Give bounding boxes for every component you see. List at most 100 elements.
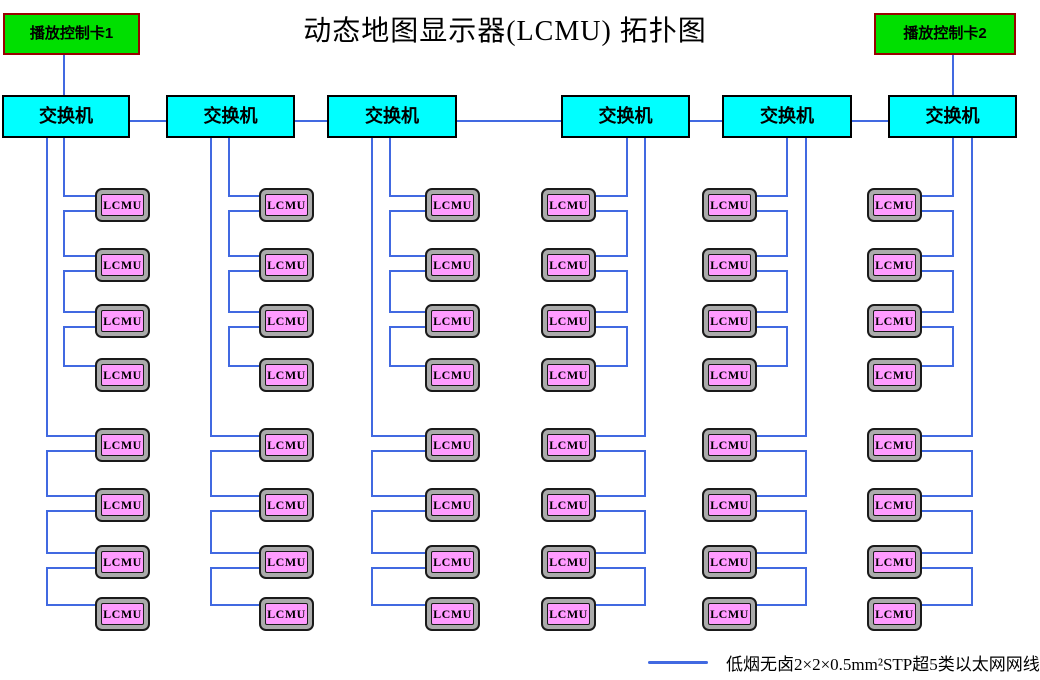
lcmu-label: LCMU (101, 551, 144, 573)
cable-segment (922, 326, 954, 367)
lcmu-label: LCMU (873, 194, 916, 216)
lcmu-box: LCMU (867, 248, 922, 282)
lcmu-box: LCMU (541, 428, 596, 462)
lcmu-label: LCMU (708, 603, 751, 625)
lcmu-label: LCMU (873, 310, 916, 332)
lcmu-box: LCMU (702, 188, 757, 222)
lcmu-box: LCMU (95, 248, 150, 282)
lcmu-box: LCMU (425, 597, 480, 631)
lcmu-box: LCMU (541, 248, 596, 282)
cable-segment (46, 450, 95, 497)
lcmu-box: LCMU (702, 248, 757, 282)
lcmu-label: LCMU (547, 194, 590, 216)
cable-segment (922, 138, 954, 197)
lcmu-label: LCMU (431, 364, 474, 386)
cable-segment (210, 510, 259, 554)
cable-segment (46, 510, 95, 554)
lcmu-label: LCMU (431, 603, 474, 625)
lcmu-box: LCMU (95, 545, 150, 579)
switch-box-3: 交换机 (327, 95, 457, 138)
cable-segment (63, 326, 95, 367)
cable-segment (210, 450, 259, 497)
lcmu-label: LCMU (708, 364, 751, 386)
cable-segment (371, 138, 425, 437)
lcmu-label: LCMU (708, 310, 751, 332)
lcmu-box: LCMU (867, 488, 922, 522)
cable-segment (922, 450, 973, 497)
lcmu-box: LCMU (259, 358, 314, 392)
lcmu-label: LCMU (873, 603, 916, 625)
lcmu-label: LCMU (431, 194, 474, 216)
cable-segment (596, 138, 628, 197)
lcmu-label: LCMU (708, 434, 751, 456)
cable-segment (757, 567, 807, 606)
lcmu-label: LCMU (101, 310, 144, 332)
lcmu-label: LCMU (547, 494, 590, 516)
lcmu-box: LCMU (95, 488, 150, 522)
lcmu-label: LCMU (547, 551, 590, 573)
lcmu-box: LCMU (541, 488, 596, 522)
lcmu-box: LCMU (702, 358, 757, 392)
cable-segment (922, 138, 973, 437)
cable-segment (63, 138, 95, 197)
cable-segment (757, 210, 788, 257)
lcmu-label: LCMU (708, 494, 751, 516)
lcmu-box: LCMU (541, 188, 596, 222)
cable-segment (371, 567, 425, 606)
cable-segment (389, 270, 425, 313)
lcmu-label: LCMU (101, 194, 144, 216)
cable-segment (596, 450, 646, 497)
lcmu-label: LCMU (547, 254, 590, 276)
lcmu-box: LCMU (259, 545, 314, 579)
cable-segment (596, 210, 628, 257)
cable-segment (389, 326, 425, 367)
cable-segment (46, 138, 95, 437)
lcmu-box: LCMU (95, 428, 150, 462)
lcmu-label: LCMU (265, 494, 308, 516)
lcmu-box: LCMU (702, 428, 757, 462)
lcmu-label: LCMU (873, 551, 916, 573)
lcmu-box: LCMU (259, 597, 314, 631)
lcmu-label: LCMU (708, 254, 751, 276)
cable-segment (757, 510, 807, 554)
cable-segment (228, 270, 259, 313)
cable-segment (389, 210, 425, 257)
lcmu-box: LCMU (259, 248, 314, 282)
cable-segment (596, 567, 646, 606)
lcmu-box: LCMU (425, 488, 480, 522)
cable-segment (596, 138, 646, 437)
lcmu-label: LCMU (547, 434, 590, 456)
lcmu-label: LCMU (265, 194, 308, 216)
lcmu-box: LCMU (702, 545, 757, 579)
lcmu-label: LCMU (431, 434, 474, 456)
lcmu-label: LCMU (547, 310, 590, 332)
lcmu-box: LCMU (425, 304, 480, 338)
lcmu-box: LCMU (867, 545, 922, 579)
lcmu-box: LCMU (541, 358, 596, 392)
lcmu-label: LCMU (873, 494, 916, 516)
lcmu-label: LCMU (101, 494, 144, 516)
lcmu-label: LCMU (873, 364, 916, 386)
lcmu-label: LCMU (265, 254, 308, 276)
lcmu-label: LCMU (873, 254, 916, 276)
lcmu-box: LCMU (425, 248, 480, 282)
cable-segment (210, 138, 259, 437)
lcmu-box: LCMU (259, 428, 314, 462)
lcmu-label: LCMU (101, 434, 144, 456)
lcmu-box: LCMU (425, 358, 480, 392)
lcmu-label: LCMU (265, 603, 308, 625)
cable-segment (596, 510, 646, 554)
lcmu-box: LCMU (259, 304, 314, 338)
cable-segment (596, 270, 628, 313)
cable-segment (228, 210, 259, 257)
lcmu-box: LCMU (867, 304, 922, 338)
lcmu-label: LCMU (101, 364, 144, 386)
cable-segment (596, 326, 628, 367)
cable-segment (757, 450, 807, 497)
legend: 低烟无卤2×2×0.5mm²STP超5类以太网网线 (648, 650, 1040, 675)
cable-segment (228, 326, 259, 367)
lcmu-label: LCMU (547, 364, 590, 386)
cable-segment (371, 450, 425, 497)
